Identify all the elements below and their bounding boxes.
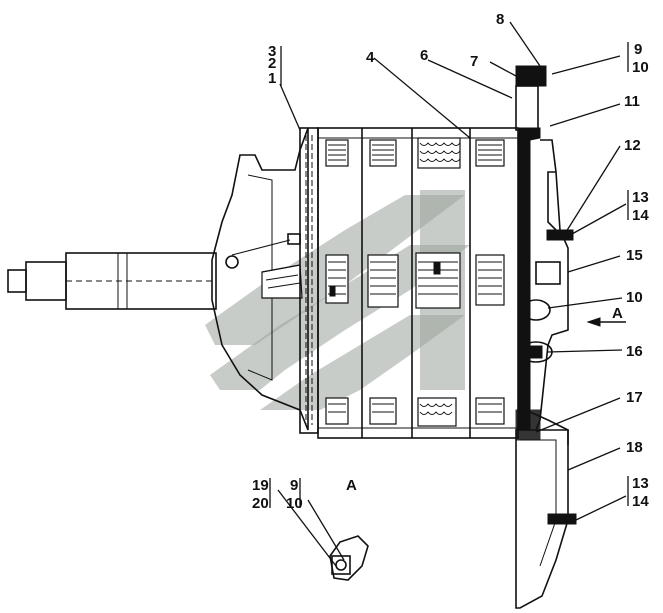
detail-view-a [329,535,369,581]
front-housing [211,127,309,431]
callout-1: 1 [268,70,276,87]
callout-4: 4 [366,49,375,66]
callout-7: 7 [470,53,478,70]
section-arrow-a [586,317,626,327]
rear-cover [515,65,577,609]
callout-10-top: 10 [632,59,649,76]
section-arrow-label: A [612,305,623,322]
callout-9-top: 9 [634,41,642,58]
callout-13-lower: 13 [632,475,649,492]
callout-3: 3 [268,43,276,60]
callout-20: 20 [252,495,269,512]
callout-17: 17 [626,389,643,406]
leader-lines [269,21,629,567]
callout-15: 15 [626,247,643,264]
callout-19: 19 [252,477,269,494]
spring-packs-lower [325,397,505,427]
callout-13-upper: 13 [632,189,649,206]
callout-9-detail: 9 [290,477,298,494]
callout-14-lower: 14 [632,493,649,510]
callout-11: 11 [624,93,640,110]
callouts: 3 2 1 4 6 7 8 9 10 11 12 13 14 15 10 A 1… [252,11,649,512]
callout-14-upper: 14 [632,207,649,224]
callout-16: 16 [626,343,643,360]
detail-view-label: A [346,477,357,494]
callout-10-detail: 10 [286,495,303,512]
callout-10-mid: 10 [626,289,643,306]
callout-8: 8 [496,11,504,28]
spring-packs-upper [325,137,505,169]
callout-12: 12 [624,137,641,154]
spring-packs-middle [325,252,505,309]
input-shaft [7,252,217,310]
callout-2: 2 [268,55,276,72]
callout-6: 6 [420,47,428,64]
callout-18: 18 [626,439,643,456]
